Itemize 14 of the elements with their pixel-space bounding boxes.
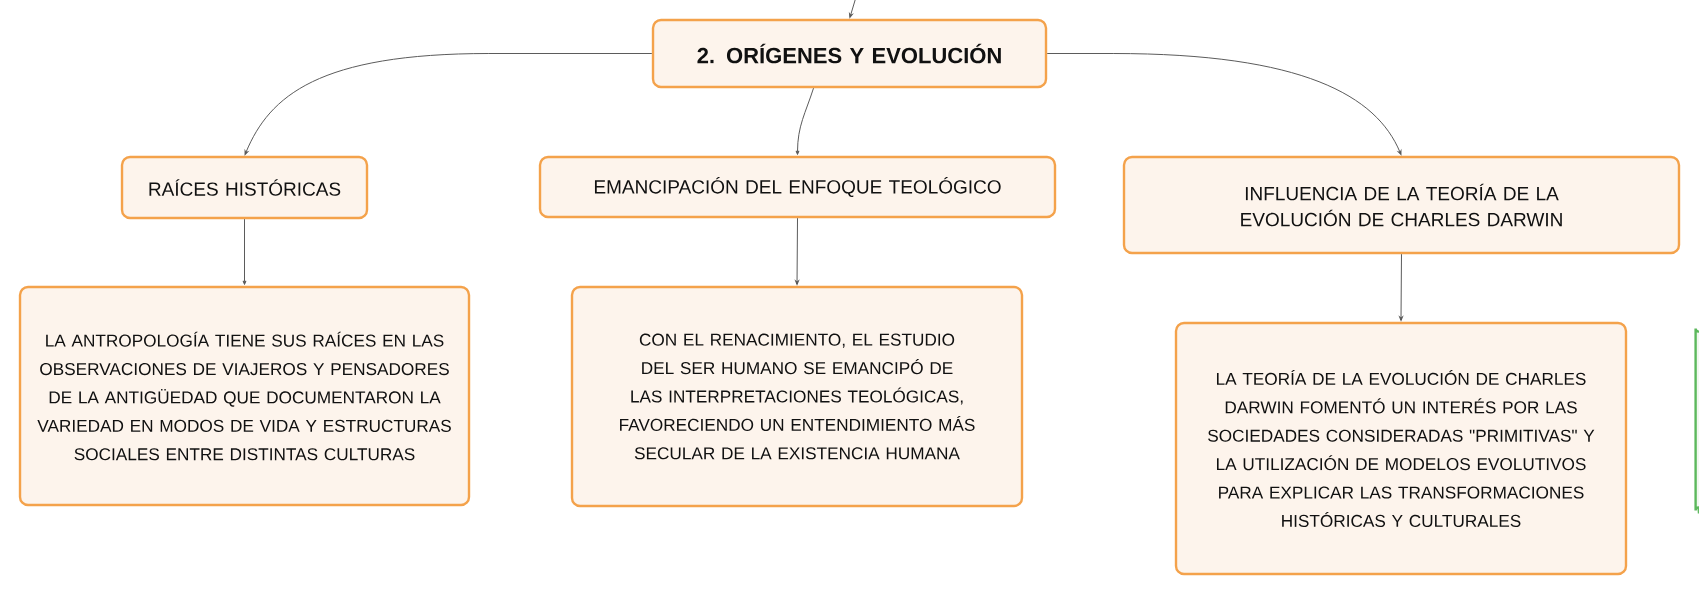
connector [242, 218, 247, 285]
connector [1046, 53, 1402, 156]
subtopic-box: EMANCIPACIÓN DEL ENFOQUE TEOLÓGICO [538, 155, 1057, 219]
connector [849, 0, 856, 19]
description-box: CON EL RENACIMIENTO, EL ESTUDIO DEL SER HUMANO SE EMANCIPÓ DE LAS INTERPRETACIONES TEOLÓGICAS, FAVORECIENDO UN ENTENDIMIENTO MÁS SECULAR DE LA EXISTENCIA HUMANA [570, 285, 1024, 508]
subtopic-box: INFLUENCIA DE LA TEORÍA DE LA EVOLUCIÓN DE CHARLES DARWIN [1122, 155, 1681, 255]
connector [244, 53, 653, 156]
connector [795, 217, 799, 285]
description-box: LA ANTROPOLOGÍA TIENE SUS RAÍCES EN LAS OBSERVACIONES DE VIAJEROS Y PENSADORES DE LA ANTIGÜEDAD QUE DOCUMENTARON LA VARIEDAD EN MODOS DE VIDA Y ESTRUCTURAS SOCIALES ENTRE DISTINTAS CULTURAS [18, 285, 471, 507]
subtopic-box: RAÍCES HISTÓRICAS [120, 155, 369, 220]
topic-box: 2. ORÍGENES Y EVOLUCIÓN [651, 18, 1048, 89]
connector [1399, 253, 1403, 321]
connector [795, 87, 814, 155]
description-box: LA TEORÍA DE LA EVOLUCIÓN DE CHARLES DARWIN FOMENTÓ UN INTERÉS POR LAS SOCIEDADES CONSIDERADAS "PRIMITIVAS" Y LA UTILIZACIÓN DE MODELOS EVOLUTIVOS PARA EXPLICAR LAS TRANSFORMACIONES HISTÓRICAS Y CULTURALES [1174, 321, 1628, 576]
